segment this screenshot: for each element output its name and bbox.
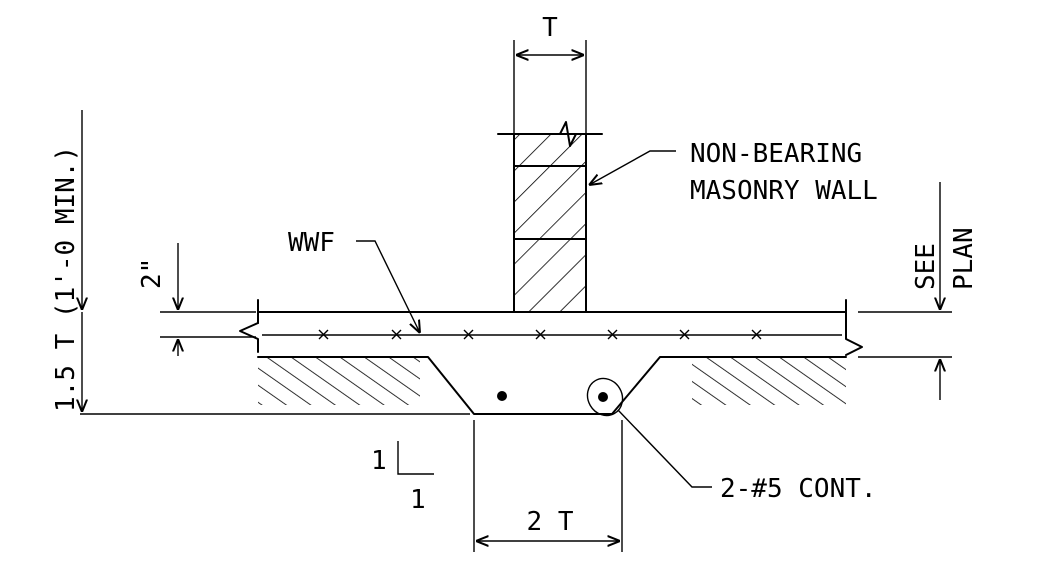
slope-rise-label: 1 [371,446,387,476]
rebar-callout-bubble [586,377,624,417]
wwf-cross-marks [318,329,762,340]
rebars [497,377,624,417]
wall-thickness-dimension: T [513,13,587,134]
wall-block-bottom [513,238,587,313]
bottom-width-dimension: 2 T [473,420,623,552]
wall-block-top [513,133,587,167]
masonry-wall [497,121,603,313]
see-plan-label-1: SEE [911,243,941,290]
rebar-leader: 2-#5 CONT. [617,409,877,504]
slab-thickness-dimension: 2" [137,243,256,356]
slope-run-label: 1 [410,485,426,515]
wwf-label: WWF [288,228,335,258]
wall-block-middle [513,165,587,240]
wall-thickness-label: T [542,13,558,43]
slab-thickness-label: 2" [137,258,167,289]
slope-indicator: 1 1 [371,441,434,515]
rebar-left [497,391,507,401]
see-plan-label-2: PLAN [949,227,979,290]
rebar-label: 2-#5 CONT. [720,474,877,504]
rebar-right [598,392,608,402]
footing-depth-dimension: 1.5 T (1'-0 MIN.) [51,110,470,415]
wwf-mesh [262,329,842,340]
see-plan-dimension: SEE PLAN [858,182,979,400]
wall-leader: NON-BEARING MASONRY WALL [589,139,878,206]
slab-left-break [239,322,259,353]
wwf-leader: WWF [288,228,420,333]
wall-break-line [497,121,603,147]
footing-depth-label: 1.5 T (1'-0 MIN.) [51,146,81,412]
wall-label-line2: MASONRY WALL [690,176,878,206]
slab-right-break [845,322,863,356]
bottom-width-label: 2 T [527,507,574,537]
wall-label-line1: NON-BEARING [690,139,862,169]
soil-hatching [258,357,846,405]
